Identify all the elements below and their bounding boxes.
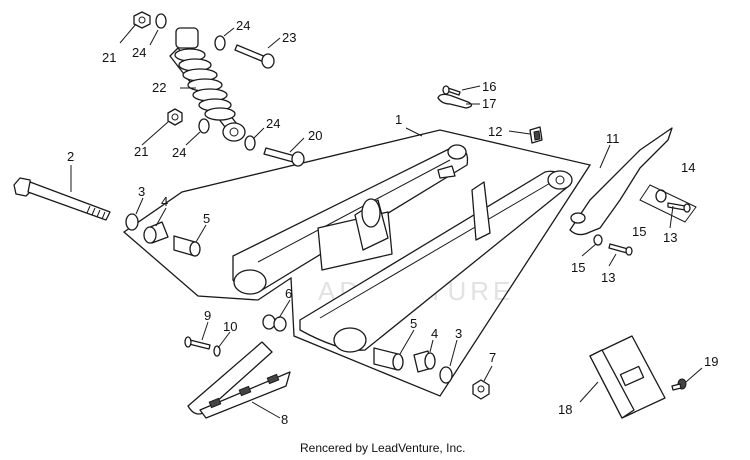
- bolt-20[interactable]: [263, 147, 305, 167]
- callout-10: 10: [223, 319, 237, 334]
- callout-6: 6: [285, 286, 292, 301]
- callout-3-left: 3: [138, 184, 145, 199]
- bolt-13-lower[interactable]: [608, 243, 633, 256]
- washer-6a[interactable]: [262, 314, 276, 330]
- callout-1: 1: [395, 112, 402, 127]
- washer-24-lower[interactable]: [198, 118, 210, 134]
- callout-2: 2: [67, 149, 74, 164]
- callout-4-right: 4: [431, 326, 438, 341]
- washer-6b[interactable]: [273, 316, 287, 332]
- fastener-kit-14-boundary: [639, 184, 697, 223]
- bolt-13-upper[interactable]: [667, 202, 691, 213]
- bolt-23[interactable]: [234, 44, 275, 69]
- callout-8: 8: [281, 412, 288, 427]
- callout-5-right: 5: [410, 316, 417, 331]
- callout-15-upper: 15: [632, 224, 646, 239]
- credit-line: Rencered by LeadVenture, Inc.: [300, 441, 465, 455]
- clip-12[interactable]: [529, 126, 543, 144]
- seal-3-right[interactable]: [439, 366, 453, 384]
- bearing-5-left[interactable]: [173, 235, 201, 257]
- callout-15-lower: 15: [571, 260, 585, 275]
- callout-4-left: 4: [161, 194, 168, 209]
- callout-17: 17: [482, 96, 496, 111]
- callout-5-left: 5: [203, 211, 210, 226]
- seal-3-left[interactable]: [125, 213, 139, 231]
- nut-21-lower[interactable]: [167, 108, 183, 126]
- callout-19: 19: [704, 354, 718, 369]
- callout-24-top: 24: [132, 45, 146, 60]
- washer-10[interactable]: [213, 345, 221, 357]
- screw-9[interactable]: [184, 336, 211, 350]
- washer-24-top[interactable]: [155, 13, 167, 29]
- callout-22: 22: [152, 80, 166, 95]
- clamp-17[interactable]: [437, 93, 473, 109]
- washer-15-lower[interactable]: [593, 234, 603, 246]
- swingarm-assembly-boundary: [122, 129, 592, 397]
- callout-13-upper: 13: [663, 230, 677, 245]
- bushing-4-left[interactable]: [143, 221, 169, 244]
- callout-21-lower: 21: [134, 144, 148, 159]
- callout-24-upper-right: 24: [236, 18, 250, 33]
- callout-3-right: 3: [455, 326, 462, 341]
- callout-23: 23: [282, 30, 296, 45]
- callout-9: 9: [204, 308, 211, 323]
- chain-guard[interactable]: [569, 127, 673, 236]
- shock-absorber[interactable]: [169, 27, 246, 142]
- callout-16: 16: [482, 79, 496, 94]
- callout-12: 12: [488, 124, 502, 139]
- callout-13-lower: 13: [601, 270, 615, 285]
- bearing-5-right[interactable]: [373, 347, 404, 371]
- chain-slider[interactable]: [187, 341, 291, 419]
- callout-labels: 1 2 3 4 5 3 4 5 6 7 8 9 10 11 12 13 13 1…: [67, 18, 718, 427]
- chain-slider-block[interactable]: [589, 335, 666, 419]
- bushing-4-right[interactable]: [413, 350, 436, 373]
- nut-21-top[interactable]: [133, 11, 151, 29]
- swingarm[interactable]: [232, 144, 573, 353]
- screw-16[interactable]: [442, 85, 461, 96]
- callout-18: 18: [558, 402, 572, 417]
- screw-19[interactable]: [671, 378, 687, 391]
- pivot-bolt[interactable]: [13, 177, 111, 221]
- nut-7[interactable]: [472, 379, 490, 400]
- callout-11: 11: [606, 131, 620, 146]
- washer-24-upper-right[interactable]: [214, 35, 226, 51]
- leader-lines: [70, 23, 703, 419]
- callout-20: 20: [308, 128, 322, 143]
- callout-14: 14: [681, 160, 695, 175]
- callout-21-top: 21: [102, 50, 116, 65]
- washer-24-lower-right[interactable]: [244, 135, 256, 151]
- callout-24-lower: 24: [172, 145, 186, 160]
- callout-24-lower-right: 24: [266, 116, 280, 131]
- callout-7: 7: [489, 350, 496, 365]
